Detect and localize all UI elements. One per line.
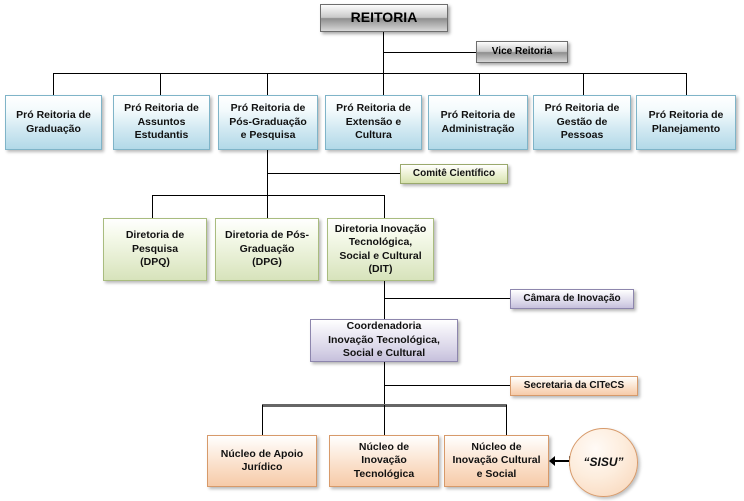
node-reitoria[interactable]: REITORIA xyxy=(320,4,448,32)
node-label: Pró Reitoria de Graduação xyxy=(16,109,91,135)
node-diretoria-pos-graduacao[interactable]: Diretoria de Pós- Graduação (DPG) xyxy=(215,218,319,281)
connector-nucleo-drop-2 xyxy=(384,405,385,435)
connector-pro-reitoria-bus xyxy=(53,73,686,74)
node-pro-reitoria-assuntos-estudantis[interactable]: Pró Reitoria de Assuntos Estudantis xyxy=(113,95,210,150)
node-label: Pró Reitoria de Assuntos Estudantis xyxy=(124,102,199,142)
connector-diretoria-drop-3 xyxy=(384,195,385,218)
node-sisu[interactable]: “SISU” xyxy=(569,428,638,497)
connector-diretoria-bus xyxy=(152,195,384,196)
node-vice-reitoria-label: Vice Reitoria xyxy=(491,45,553,57)
node-label: Diretoria Inovação Tecnológica, Social e… xyxy=(334,222,427,275)
node-nucleo-inovacao-tecnologica[interactable]: Núcleo de Inovação Tecnológica xyxy=(329,435,439,487)
node-label: Núcleo de Apoio Jurídico xyxy=(220,447,304,473)
node-diretoria-inovacao-tecnologica[interactable]: Diretoria Inovação Tecnológica, Social e… xyxy=(327,218,434,281)
node-reitoria-label: REITORIA xyxy=(350,9,418,26)
node-comite-cientifico[interactable]: Comitê Científico xyxy=(400,164,508,184)
node-secretaria-citecs-label: Secretaria da CITeCS xyxy=(523,379,625,391)
connector-nucleo-drop-1 xyxy=(262,405,263,435)
node-label: Pró Reitoria de Planejamento xyxy=(648,109,724,135)
connector-posgrad-stem xyxy=(267,150,268,218)
node-comite-cientifico-label: Comitê Científico xyxy=(412,167,496,179)
connector-drop-4 xyxy=(383,73,384,95)
node-pro-reitoria-extensao-cultura[interactable]: Pró Reitoria de Extensão e Cultura xyxy=(325,95,422,150)
node-label: Diretoria de Pós- Graduação (DPG) xyxy=(224,229,310,269)
node-pro-reitoria-gestao-pessoas[interactable]: Pró Reitoria de Gestão de Pessoas xyxy=(533,95,631,150)
node-label: Diretoria de Pesquisa (DPQ) xyxy=(125,229,185,269)
node-pro-reitoria-graduacao[interactable]: Pró Reitoria de Graduação xyxy=(5,95,102,150)
connector-drop-5 xyxy=(479,73,480,95)
node-coordenadoria[interactable]: Coordenadoria Inovação Tecnológica, Soci… xyxy=(310,319,458,362)
node-label: Pró Reitoria de Gestão de Pessoas xyxy=(544,102,620,142)
connector-dit-stem xyxy=(384,281,385,319)
node-label: Núcleo de Inovação Cultural e Social xyxy=(452,440,541,480)
connector-coordenadoria-stem xyxy=(384,362,385,406)
connector-drop-3 xyxy=(267,73,268,95)
connector-secretaria xyxy=(384,385,510,386)
node-label: Núcleo de Inovação Tecnológica xyxy=(353,440,415,480)
node-camara-inovacao-label: Câmara de Inovação xyxy=(523,292,621,304)
node-secretaria-citecs[interactable]: Secretaria da CITeCS xyxy=(510,376,638,396)
connector-vice-reitoria xyxy=(383,52,476,53)
node-label: Pró Reitoria de Pós-Graduação e Pesquisa xyxy=(229,102,307,142)
connector-diretoria-drop-2 xyxy=(267,195,268,218)
node-label: Pró Reitoria de Extensão e Cultura xyxy=(336,102,411,142)
connector-nucleo-drop-3 xyxy=(506,405,507,435)
connector-diretoria-drop-1 xyxy=(152,195,153,218)
node-diretoria-pesquisa[interactable]: Diretoria de Pesquisa (DPQ) xyxy=(103,218,207,281)
node-pro-reitoria-pos-graduacao-pesquisa[interactable]: Pró Reitoria de Pós-Graduação e Pesquisa xyxy=(218,95,318,150)
node-pro-reitoria-planejamento[interactable]: Pró Reitoria de Planejamento xyxy=(636,95,736,150)
connector-drop-2 xyxy=(160,73,161,95)
node-nucleo-apoio-juridico[interactable]: Núcleo de Apoio Jurídico xyxy=(207,435,317,487)
node-vice-reitoria[interactable]: Vice Reitoria xyxy=(476,41,568,63)
connector-drop-7 xyxy=(686,73,687,95)
node-sisu-label: “SISU” xyxy=(583,454,624,469)
node-label: Pró Reitoria de Administração xyxy=(440,109,516,135)
node-camara-inovacao[interactable]: Câmara de Inovação xyxy=(510,289,634,309)
node-pro-reitoria-administracao[interactable]: Pró Reitoria de Administração xyxy=(428,95,528,150)
connector-drop-6 xyxy=(583,73,584,95)
connector-drop-1 xyxy=(53,73,54,95)
connector-comite xyxy=(267,173,400,174)
node-nucleo-inovacao-cultural-social[interactable]: Núcleo de Inovação Cultural e Social xyxy=(444,435,549,487)
connector-camara xyxy=(384,298,510,299)
connector-reitoria-stem xyxy=(383,32,384,74)
node-coordenadoria-label: Coordenadoria Inovação Tecnológica, Soci… xyxy=(328,320,440,360)
